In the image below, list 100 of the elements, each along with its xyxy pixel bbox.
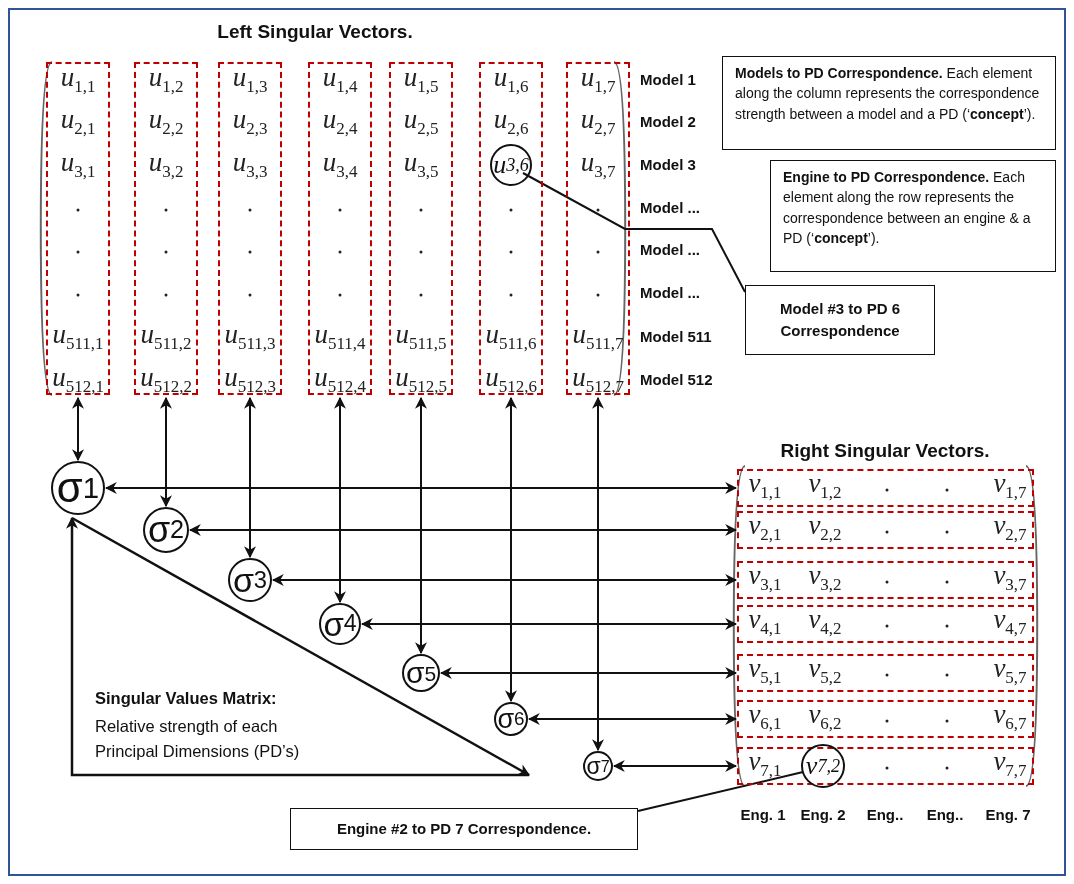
double-arrow bbox=[244, 396, 256, 559]
matrix-entry: u$_{511,1}$ bbox=[52, 318, 104, 356]
double-arrow bbox=[188, 524, 738, 536]
row-label: Model 512 bbox=[640, 371, 713, 388]
section-title: Left Singular Vectors. bbox=[217, 20, 413, 43]
double-arrow bbox=[334, 396, 346, 604]
matrix-entry: u$_{2,7}$ bbox=[580, 103, 616, 141]
matrix-entry: v$_{6,7}$ bbox=[993, 698, 1027, 736]
leader-line bbox=[522, 172, 746, 293]
dashed-column-box bbox=[308, 62, 372, 395]
matrix-entry: u$_{512,6}$ bbox=[485, 361, 537, 399]
double-arrow bbox=[360, 618, 738, 630]
matrix-entry: v$_{1,2}$ bbox=[808, 467, 842, 505]
matrix-entry: u$_{511,7}$ bbox=[572, 318, 624, 356]
matrix-entry: u$_{511,6}$ bbox=[485, 318, 537, 356]
matrix-entry: v$_{3,7}$ bbox=[993, 559, 1027, 597]
matrix-entry: u$_{511,4}$ bbox=[314, 318, 366, 356]
column-label: Eng.. bbox=[866, 806, 904, 823]
matrix-entry: v$_{7,7}$ bbox=[993, 745, 1027, 783]
matrix-entry: u$_{3,7}$ bbox=[580, 146, 616, 184]
matrix-entry: u$_{3,2}$ bbox=[148, 146, 184, 184]
matrix-entry: u$_{1,1}$ bbox=[60, 61, 96, 99]
dashed-column-box bbox=[46, 62, 110, 395]
dashed-row-box bbox=[737, 561, 1034, 599]
matrix-entry: v$_{2,1}$ bbox=[748, 509, 782, 547]
double-arrow bbox=[505, 396, 517, 703]
heading-text: Singular Values Matrix: bbox=[95, 689, 277, 709]
column-label: Eng. 7 bbox=[985, 806, 1031, 823]
matrix-entry: u$_{512,7}$ bbox=[572, 361, 624, 399]
matrix-entry: u$_{511,2}$ bbox=[140, 318, 192, 356]
note-box: Models to PD Correspondence. Each element along the column represents the correspondence strength between a model and a PD (‘concept’). bbox=[722, 56, 1056, 150]
dashed-row-box bbox=[737, 654, 1034, 692]
matrix-entry: u$_{2,6}$ bbox=[493, 103, 529, 141]
body-text: Relative strength of each Principal Dimensions (PD’s) bbox=[95, 716, 301, 762]
matrix-entry: u$_{511,3}$ bbox=[224, 318, 276, 356]
section-title: Right Singular Vectors. bbox=[780, 439, 990, 462]
matrix-entry: u$_{3,5}$ bbox=[403, 146, 439, 184]
double-arrow bbox=[104, 482, 738, 494]
matrix-entry: v$_{3,1}$ bbox=[748, 559, 782, 597]
matrix-entry: v$_{6,1}$ bbox=[748, 698, 782, 736]
row-label: Model ... bbox=[640, 199, 700, 216]
matrix-entry: u$_{3,1}$ bbox=[60, 146, 96, 184]
matrix-entry: v$_{4,7}$ bbox=[993, 603, 1027, 641]
double-arrow bbox=[592, 396, 604, 752]
matrix-entry: u$_{3,3}$ bbox=[232, 146, 268, 184]
matrix-entry: v$_{4,2}$ bbox=[808, 603, 842, 641]
double-arrow bbox=[415, 396, 427, 655]
matrix-entry: u$_{512,4}$ bbox=[314, 361, 366, 399]
row-label: Model ... bbox=[640, 241, 700, 258]
dashed-column-box bbox=[218, 62, 282, 395]
matrix-entry: v$_{7,1}$ bbox=[748, 745, 782, 783]
dashed-row-box bbox=[737, 605, 1034, 643]
double-arrow bbox=[527, 713, 738, 725]
double-arrow bbox=[439, 667, 738, 679]
matrix-entry: u$_{1,3}$ bbox=[232, 61, 268, 99]
column-label: Eng.. bbox=[926, 806, 964, 823]
matrix-entry: v$_{2,7}$ bbox=[993, 509, 1027, 547]
matrix-entry: u$_{2,4}$ bbox=[322, 103, 358, 141]
dashed-row-box bbox=[737, 511, 1034, 549]
matrix-entry: u$_{2,3}$ bbox=[232, 103, 268, 141]
matrix-entry: u$_{512,2}$ bbox=[140, 361, 192, 399]
row-label: Model 3 bbox=[640, 156, 696, 173]
double-arrow bbox=[271, 574, 738, 586]
matrix-entry: u$_{2,2}$ bbox=[148, 103, 184, 141]
matrix-entry: u$_{511,5}$ bbox=[395, 318, 447, 356]
matrix-entry: v$_{5,2}$ bbox=[808, 652, 842, 690]
note-box: Engine to PD Correspondence. Each element along the row represents the correspondence between an engine & a PD (‘concept’). bbox=[770, 160, 1056, 272]
dashed-column-box bbox=[566, 62, 630, 395]
matrix-entry: u$_{1,4}$ bbox=[322, 61, 358, 99]
dashed-row-box bbox=[737, 747, 1034, 785]
matrix-entry: u$_{512,1}$ bbox=[52, 361, 104, 399]
matrix-entry: v$_{5,7}$ bbox=[993, 652, 1027, 690]
double-arrow bbox=[72, 396, 84, 462]
column-label: Eng. 2 bbox=[800, 806, 846, 823]
matrix-entry: u$_{1,5}$ bbox=[403, 61, 439, 99]
matrix-entry: u$_{1,2}$ bbox=[148, 61, 184, 99]
row-label: Model 1 bbox=[640, 71, 696, 88]
matrix-entry: u$_{512,3}$ bbox=[224, 361, 276, 399]
matrix-entry: v$_{6,2}$ bbox=[808, 698, 842, 736]
matrix-entry: v$_{3,2}$ bbox=[808, 559, 842, 597]
leader-line bbox=[637, 771, 804, 812]
callout-box: Model #3 to PD 6 Correspondence bbox=[745, 285, 935, 355]
dashed-column-box bbox=[134, 62, 198, 395]
double-arrow bbox=[160, 396, 172, 508]
matrix-entry: v$_{1,1}$ bbox=[748, 467, 782, 505]
column-label: Eng. 1 bbox=[740, 806, 786, 823]
dashed-column-box bbox=[479, 62, 543, 395]
matrix-entry: u$_{1,7}$ bbox=[580, 61, 616, 99]
matrix-entry: v$_{2,2}$ bbox=[808, 509, 842, 547]
matrix-entry: u$_{1,6}$ bbox=[493, 61, 529, 99]
dashed-row-box bbox=[737, 700, 1034, 738]
row-label: Model ... bbox=[640, 284, 700, 301]
matrix-entry: v$_{5,1}$ bbox=[748, 652, 782, 690]
dashed-column-box bbox=[389, 62, 453, 395]
matrix-entry: v$_{1,7}$ bbox=[993, 467, 1027, 505]
row-label: Model 2 bbox=[640, 113, 696, 130]
matrix-entry: u$_{2,5}$ bbox=[403, 103, 439, 141]
matrix-entry: u$_{3,4}$ bbox=[322, 146, 358, 184]
callout-box: Engine #2 to PD 7 Correspondence. bbox=[290, 808, 638, 850]
row-label: Model 511 bbox=[640, 328, 712, 345]
